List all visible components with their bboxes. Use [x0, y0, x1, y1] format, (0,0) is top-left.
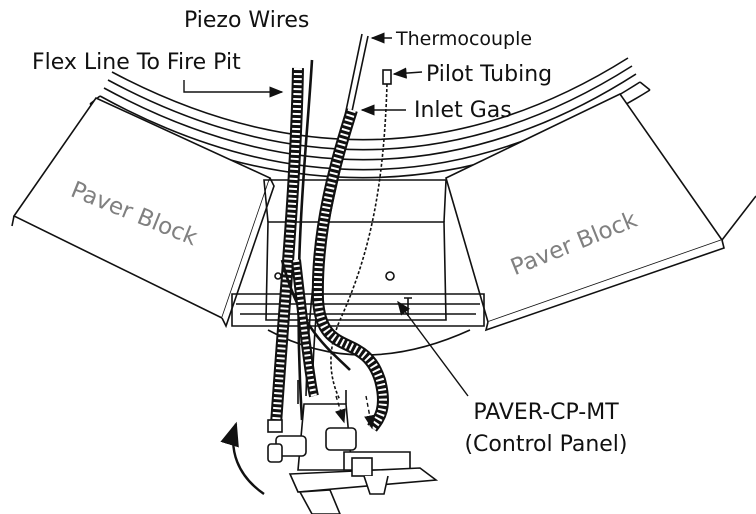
right-paver-block	[445, 92, 756, 332]
flex-line-leader	[183, 80, 284, 98]
inlet-gas-label: Inlet Gas	[414, 98, 512, 123]
control-panel-model-label: PAVER-CP-MT	[473, 400, 619, 425]
pilot-tubing-line	[330, 69, 392, 401]
connect-dashed-arrow-left	[334, 395, 346, 424]
thermocouple-label: Thermocouple	[396, 28, 533, 50]
flex-line-label: Flex Line To Fire Pit	[32, 50, 241, 75]
connect-dashed-arrow-right	[364, 395, 376, 430]
valve-assembly	[267, 380, 439, 514]
rotate-direction-arrow	[220, 421, 265, 495]
pilot-tubing-label: Pilot Tubing	[426, 62, 553, 87]
pilot-tubing-leader	[392, 67, 423, 79]
control-panel-leader	[397, 300, 469, 397]
inlet-gas-hose	[291, 108, 389, 432]
callout-leaders	[183, 32, 469, 397]
control-panel-box	[231, 179, 485, 356]
left-paver-block	[11, 96, 275, 329]
flex-line-hose	[267, 67, 304, 433]
control-panel-desc-label: (Control Panel)	[464, 432, 628, 457]
piezo-wires-label: Piezo Wires	[184, 8, 310, 33]
